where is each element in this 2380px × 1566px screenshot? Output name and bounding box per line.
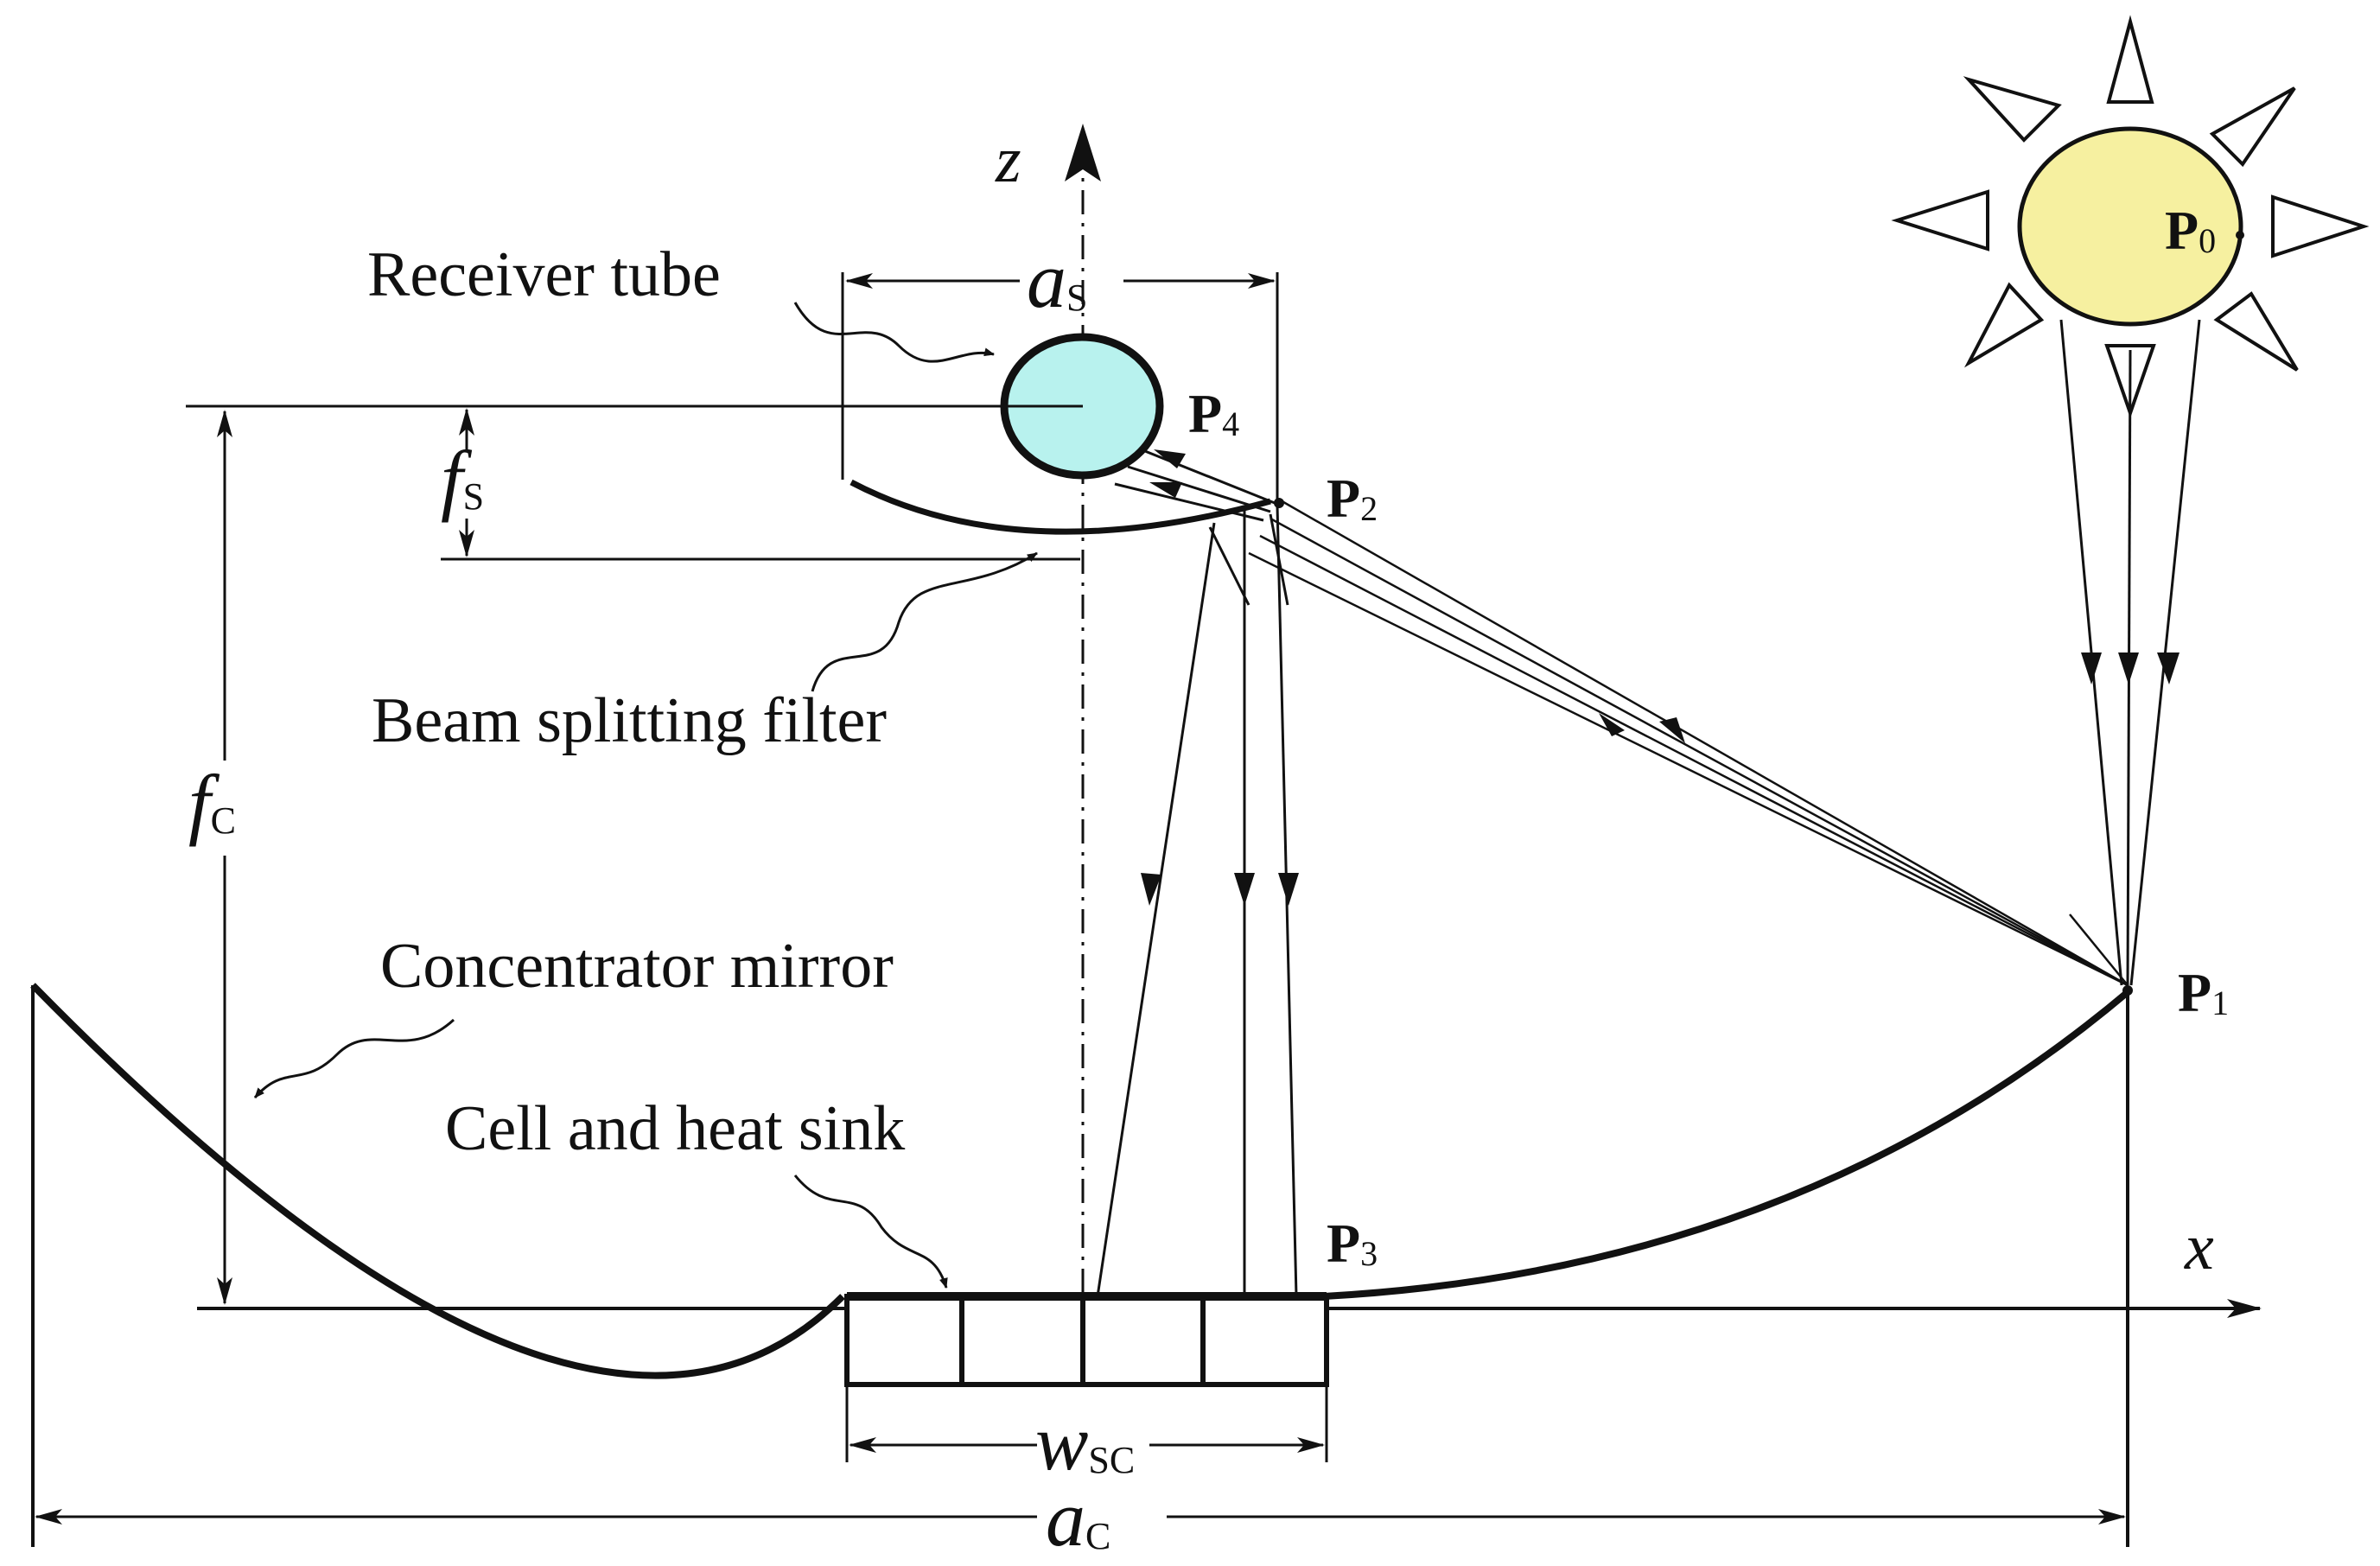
- f-s-label: fS: [441, 435, 484, 523]
- reflected-ray-arrow-2: [1599, 713, 1625, 736]
- receiver-tube-leader: [793, 302, 995, 363]
- concentrator-mirror-label: Concentrator mirror: [380, 931, 894, 1002]
- a-c-label: aC: [1046, 1474, 1110, 1562]
- f-c-label: fC: [188, 759, 236, 847]
- concentrator-mirror-right: [1323, 989, 2130, 1300]
- a-s-label: aS: [1027, 236, 1087, 324]
- down-ray-arrow-1: [1141, 873, 1161, 906]
- beam-splitting-filter-leader: [811, 551, 1038, 692]
- concentrator-mirror: [30, 983, 845, 1379]
- p2-label: P2: [1327, 468, 1378, 529]
- down-ray-arrow-2: [1234, 873, 1255, 906]
- sun-ray-top: [2106, 15, 2154, 104]
- sun-ray-right: [2271, 194, 2370, 258]
- reflected-rays-p1-p2: [1248, 498, 2129, 987]
- receiver-ray-arrow-1: [1154, 449, 1186, 468]
- p2-point: [1274, 498, 1284, 508]
- down-ray-arrow-3: [1278, 873, 1299, 906]
- sun-ray-bottom-right: [2213, 291, 2299, 372]
- beam-splitting-filter-label: Beam splitting filter: [372, 685, 887, 756]
- x-axis-label: x: [2184, 1211, 2214, 1283]
- sun-ray-top-right: [2209, 86, 2296, 168]
- sun-ray-top-left: [1963, 76, 2062, 143]
- p4-label: P4: [1188, 383, 1239, 444]
- sun-ray-arrow-left: [2081, 652, 2102, 684]
- cell-and-heat-sink-leader: [793, 1174, 948, 1289]
- sun-ray-bottom-left: [1963, 282, 2045, 368]
- p1-point: [2122, 985, 2133, 996]
- receiver-ray-arrow-2: [1149, 482, 1182, 498]
- filter-to-cell-rays: [1096, 505, 1298, 1297]
- z-axis-arrowhead: [1065, 124, 1101, 181]
- sun-ray-arrow-center: [2118, 652, 2139, 684]
- cell-and-heat-sink: [844, 1292, 1329, 1387]
- reflected-ray-arrow-1: [1659, 717, 1685, 743]
- cell-and-heat-sink-label: Cell and heat sink: [445, 1093, 905, 1164]
- receiver-tube-label: Receiver tube: [367, 239, 721, 310]
- w-sc-label: wSC: [1035, 1398, 1135, 1486]
- sun-ray-arrow-right: [2157, 652, 2180, 684]
- beam-splitting-filter: [850, 479, 1271, 535]
- p0-label: P0: [2165, 200, 2216, 261]
- sun-ray-left: [1891, 189, 1989, 251]
- filter-to-receiver-rays: [1114, 448, 1276, 522]
- concentrator-mirror-leader: [253, 1018, 455, 1098]
- z-axis-label: z: [995, 124, 1021, 196]
- p3-label: P3: [1327, 1213, 1378, 1274]
- p1-label: P1: [2178, 962, 2229, 1023]
